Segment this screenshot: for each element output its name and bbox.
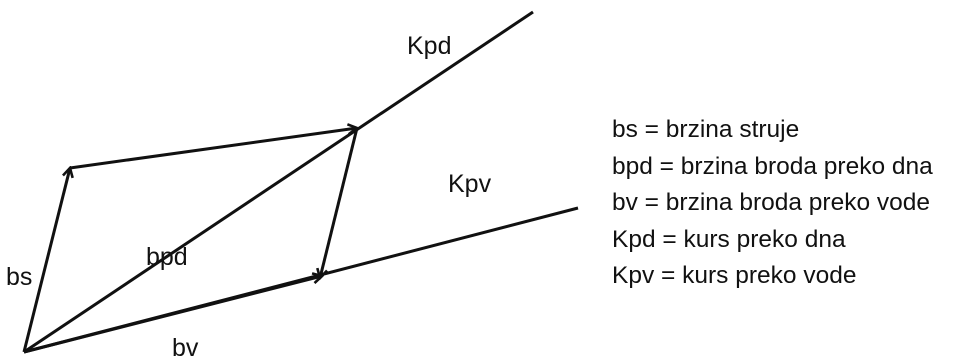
legend-item-kpv: Kpv = kurs preko vode: [612, 262, 857, 289]
kpd-label: Kpd: [407, 32, 451, 60]
legend: bs = brzina struje bpd = brzina broda pr…: [612, 112, 933, 295]
bs-label: bs: [6, 263, 32, 291]
bs-vector: [22, 168, 70, 353]
kpv-label: Kpv: [448, 170, 492, 198]
legend-item-bv: bv = brzina broda preko vode: [612, 189, 931, 216]
bv-label: bv: [172, 334, 199, 360]
bs-vector-translated: [320, 127, 359, 278]
legend-item-bpd: bpd = brzina broda preko dna: [612, 152, 933, 180]
legend-item-kpd: Kpd = kurs preko dna: [612, 225, 846, 253]
bpd-label: bpd: [146, 243, 188, 271]
legend-item-bs: bs = brzina struje: [612, 116, 800, 143]
kpd-course-line: [23, 10, 534, 354]
bv-vector: [23, 276, 322, 354]
parallelogram-top-side: [69, 128, 357, 170]
